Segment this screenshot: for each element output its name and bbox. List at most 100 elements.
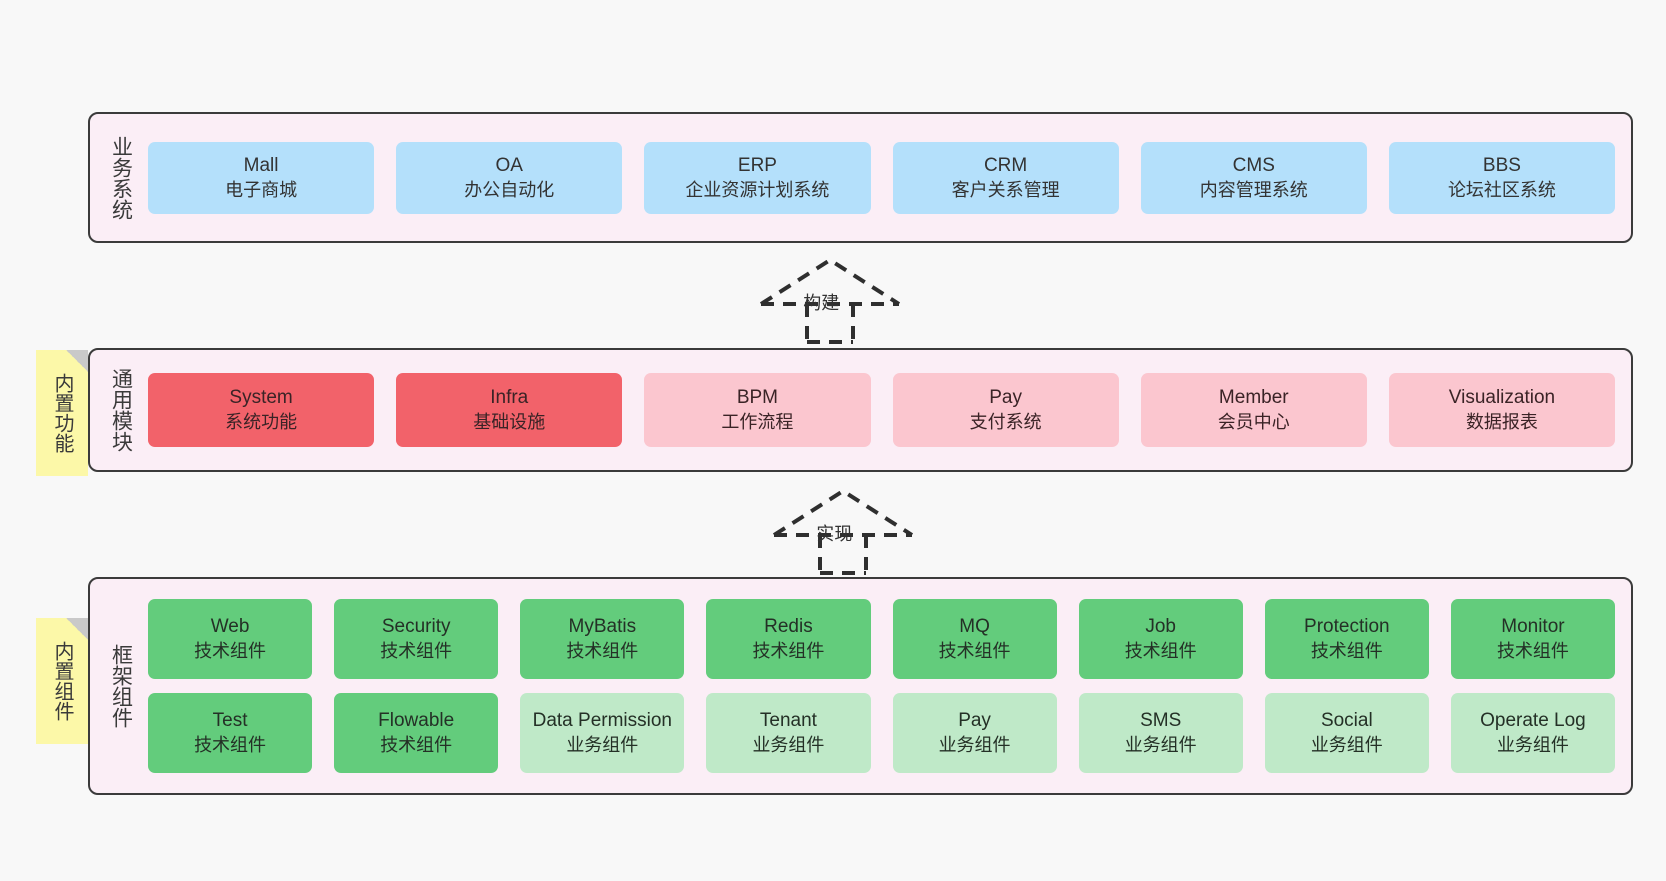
node-title: Pay: [989, 387, 1022, 408]
node-tenant[interactable]: Tenant 业务组件: [706, 693, 871, 773]
node-test[interactable]: Test 技术组件: [148, 693, 313, 773]
node-cms[interactable]: CMS 内容管理系统: [1140, 141, 1367, 214]
layer-common-cells: System 系统功能 Infra 基础设施 BPM 工作流程 Pay 支付系统…: [144, 373, 1631, 447]
node-redis[interactable]: Redis 技术组件: [706, 599, 871, 679]
node-subtitle: 业务组件: [1124, 735, 1197, 755]
node-subtitle: 业务组件: [1310, 735, 1383, 755]
node-oa[interactable]: OA 办公自动化: [396, 141, 623, 214]
node-subtitle: 技术组件: [1496, 641, 1569, 661]
node-data-permission[interactable]: Data Permission 业务组件: [520, 693, 685, 773]
layer-title-framework-component: 框架组件: [109, 644, 133, 728]
cell-row: Web 技术组件 Security 技术组件 MyBatis 技术组件 Redi…: [148, 599, 1615, 679]
node-title: Operate Log: [1480, 710, 1586, 731]
node-protection[interactable]: Protection 技术组件: [1264, 599, 1429, 679]
node-title: Visualization: [1448, 387, 1556, 408]
node-subtitle: 技术组件: [1310, 641, 1383, 661]
node-subtitle: 论坛社区系统: [1447, 179, 1556, 200]
node-title: MyBatis: [568, 616, 637, 637]
layer-business-system: 业务系统 Mall 电子商城 OA 办公自动化 ERP 企业资源计划系统 CRM…: [88, 112, 1633, 243]
node-title: Job: [1145, 616, 1176, 637]
node-subtitle: 技术组件: [380, 641, 453, 661]
connector-implement: 实现: [770, 487, 916, 575]
node-subtitle: 技术组件: [752, 641, 825, 661]
node-title: Test: [212, 710, 248, 731]
node-title: Social: [1320, 710, 1373, 731]
node-title: BBS: [1482, 154, 1521, 176]
node-subtitle: 技术组件: [194, 735, 267, 755]
node-title: Data Permission: [532, 710, 672, 731]
node-crm[interactable]: CRM 客户关系管理: [892, 141, 1119, 214]
node-title: CRM: [983, 154, 1028, 176]
layer-title-common-module: 通用模块: [109, 368, 133, 452]
node-subtitle: 会员中心: [1217, 412, 1290, 432]
cell-row: Test 技术组件 Flowable 技术组件 Data Permission …: [148, 693, 1615, 773]
node-title: Security: [381, 616, 451, 637]
node-title: Member: [1218, 387, 1289, 408]
node-web[interactable]: Web 技术组件: [148, 599, 313, 679]
node-security[interactable]: Security 技术组件: [334, 599, 499, 679]
cell-row: System 系统功能 Infra 基础设施 BPM 工作流程 Pay 支付系统…: [148, 373, 1616, 447]
node-subtitle: 工作流程: [721, 412, 794, 432]
node-social[interactable]: Social 业务组件: [1264, 693, 1429, 773]
note-builtin-component: 内置组件: [36, 618, 88, 744]
node-sms[interactable]: SMS 业务组件: [1078, 693, 1243, 773]
node-title: Web: [210, 616, 250, 637]
note-fold-corner-icon: [66, 618, 88, 640]
node-subtitle: 业务组件: [938, 735, 1011, 755]
node-pay-component[interactable]: Pay 业务组件: [892, 693, 1057, 773]
note-label: 内置组件: [51, 641, 73, 721]
node-monitor[interactable]: Monitor 技术组件: [1450, 599, 1615, 679]
node-title: MQ: [959, 616, 990, 637]
node-title: System: [229, 387, 293, 408]
node-system[interactable]: System 系统功能: [148, 373, 375, 447]
node-title: ERP: [737, 154, 777, 176]
node-subtitle: 技术组件: [194, 641, 267, 661]
node-pay[interactable]: Pay 支付系统: [892, 373, 1119, 447]
layer-framework-component: 框架组件 Web 技术组件 Security 技术组件 MyBatis 技术组件…: [88, 577, 1633, 795]
node-subtitle: 内容管理系统: [1199, 179, 1308, 200]
note-fold-corner-icon: [66, 350, 88, 372]
node-subtitle: 基础设施: [473, 412, 546, 432]
node-title: Mall: [243, 154, 279, 176]
node-mybatis[interactable]: MyBatis 技术组件: [520, 599, 685, 679]
node-bpm[interactable]: BPM 工作流程: [644, 373, 871, 447]
node-title: OA: [495, 154, 523, 176]
node-title: Infra: [490, 387, 529, 408]
node-title: BPM: [736, 387, 779, 408]
layer-title-business-system: 业务系统: [109, 135, 133, 220]
connector-build: 构建: [757, 256, 903, 344]
node-infra[interactable]: Infra 基础设施: [396, 373, 623, 447]
node-subtitle: 业务组件: [1496, 735, 1569, 755]
node-member[interactable]: Member 会员中心: [1140, 373, 1367, 447]
node-title: Redis: [764, 616, 813, 637]
node-operate-log[interactable]: Operate Log 业务组件: [1450, 693, 1615, 773]
layer-common-module: 通用模块 System 系统功能 Infra 基础设施 BPM 工作流程 Pay…: [88, 348, 1633, 472]
node-subtitle: 技术组件: [380, 735, 453, 755]
node-subtitle: 系统功能: [225, 412, 298, 432]
node-mq[interactable]: MQ 技术组件: [892, 599, 1057, 679]
node-title: Flowable: [378, 710, 455, 731]
node-visualization[interactable]: Visualization 数据报表: [1388, 373, 1616, 447]
node-mall[interactable]: Mall 电子商城: [148, 141, 375, 214]
node-subtitle: 业务组件: [566, 735, 639, 755]
node-subtitle: 数据报表: [1465, 412, 1538, 432]
node-subtitle: 业务组件: [752, 735, 825, 755]
node-subtitle: 技术组件: [938, 641, 1011, 661]
node-subtitle: 技术组件: [566, 641, 639, 661]
node-title: SMS: [1140, 710, 1182, 731]
note-label: 内置功能: [51, 373, 73, 453]
node-subtitle: 电子商城: [225, 179, 298, 200]
connector-implement-label: 实现: [816, 524, 853, 544]
node-title: Pay: [958, 710, 991, 731]
node-title: CMS: [1232, 154, 1275, 176]
node-subtitle: 企业资源计划系统: [685, 179, 830, 200]
node-flowable[interactable]: Flowable 技术组件: [334, 693, 499, 773]
cell-row: Mall 电子商城 OA 办公自动化 ERP 企业资源计划系统 CRM 客户关系…: [148, 141, 1616, 214]
node-subtitle: 办公自动化: [464, 179, 555, 200]
node-bbs[interactable]: BBS 论坛社区系统: [1388, 141, 1616, 214]
node-job[interactable]: Job 技术组件: [1078, 599, 1243, 679]
node-title: Monitor: [1501, 616, 1565, 637]
node-title: Protection: [1304, 616, 1390, 637]
node-erp[interactable]: ERP 企业资源计划系统: [644, 141, 871, 214]
